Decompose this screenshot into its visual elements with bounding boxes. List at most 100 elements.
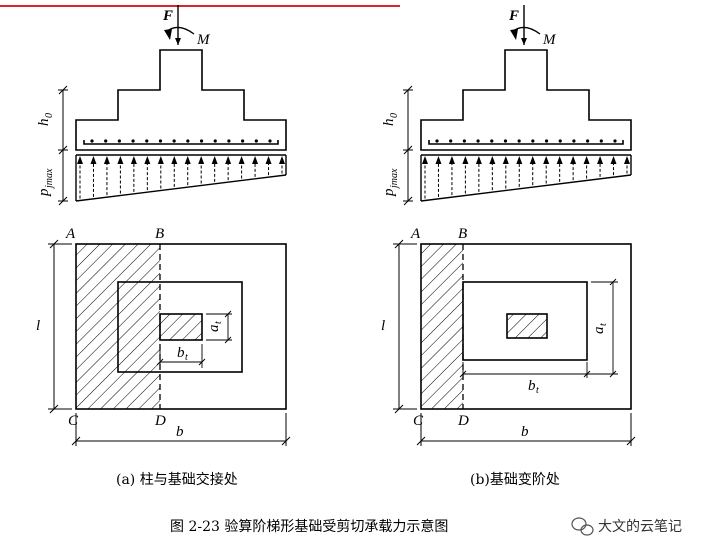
force-label-a: F xyxy=(162,8,173,24)
rebar-dot xyxy=(117,139,121,143)
plan-a xyxy=(48,239,291,446)
rebar-dot xyxy=(131,139,135,143)
svg-text:h: h xyxy=(381,119,397,127)
rebar-dot xyxy=(586,139,590,143)
svg-text:t: t xyxy=(213,321,224,324)
rebar-dot xyxy=(104,139,108,143)
elevation-b xyxy=(403,5,632,206)
svg-text:t: t xyxy=(598,323,609,326)
svg-text:jmax: jmax xyxy=(389,168,400,190)
pressure-arrowhead xyxy=(225,156,232,164)
svg-text:0: 0 xyxy=(389,113,400,118)
pressure-arrowhead xyxy=(211,156,218,164)
plan-b xyxy=(393,239,636,446)
rebar-dot xyxy=(544,139,549,143)
col-b-label-a: b t xyxy=(177,345,188,363)
pressure-arrowhead xyxy=(502,156,509,164)
pressure-arrowhead xyxy=(422,156,428,164)
col-b-label-b: b t xyxy=(528,378,539,396)
rebar-dot xyxy=(462,139,466,143)
pressure-arrowhead xyxy=(475,156,482,164)
svg-text:t: t xyxy=(185,352,188,363)
svg-text:h: h xyxy=(36,119,52,127)
rebar-dot xyxy=(158,139,163,143)
corner-a-label-a: A xyxy=(65,226,76,242)
svg-text:jmax: jmax xyxy=(44,168,55,190)
col-a-label-a: a t xyxy=(206,321,224,332)
corner-d-label-b: D xyxy=(457,413,469,429)
rebar-dot xyxy=(476,139,480,143)
height-label-b: h 0 xyxy=(381,113,400,126)
pressure-arrowhead xyxy=(265,156,272,164)
rebar-dot xyxy=(199,139,204,143)
height-label-a: h 0 xyxy=(36,113,55,126)
pressure-arrowhead xyxy=(252,156,259,164)
corner-a-label-b: A xyxy=(410,226,421,242)
pressure-arrowhead xyxy=(144,156,151,164)
pressure-arrowhead xyxy=(462,156,469,164)
pressure-arrowhead xyxy=(435,156,442,164)
pressure-arrowhead xyxy=(90,156,97,164)
rebar-dot xyxy=(517,139,521,143)
width-label-b: b xyxy=(521,424,529,440)
rebar-dot xyxy=(268,139,272,143)
rebar-dot xyxy=(145,139,149,143)
pressure-arrowhead xyxy=(610,156,617,164)
corner-c-label-a: C xyxy=(68,413,79,429)
force-label-b: F xyxy=(508,8,519,24)
moment-label-a: M xyxy=(196,32,211,48)
rebar-dot xyxy=(490,139,494,143)
length-label-a: l xyxy=(36,318,40,334)
pressure-arrowhead xyxy=(529,156,536,164)
svg-text:t: t xyxy=(536,385,539,396)
rebar-dot xyxy=(186,139,190,143)
pressure-label-a: p jmax xyxy=(36,168,55,197)
rebar-dot xyxy=(435,139,439,143)
rebar-dot xyxy=(599,139,603,143)
col-a-label-b: a t xyxy=(591,323,609,334)
pressure-arrowhead xyxy=(198,156,205,164)
rebar-dot xyxy=(213,139,217,143)
pressure-arrowhead xyxy=(597,156,604,164)
pressure-arrowhead xyxy=(543,156,550,164)
caption-b: (b)基础变阶处 xyxy=(470,471,560,488)
caption-a: (a) 柱与基础交接处 xyxy=(116,471,238,488)
rebar-dot xyxy=(558,139,562,143)
corner-b-label-a: B xyxy=(155,226,164,242)
rebar-dot xyxy=(503,139,508,143)
rebar-dot xyxy=(172,139,176,143)
pressure-arrowhead xyxy=(583,156,590,164)
figure-caption: 图 2-23 验算阶梯形基础受剪切承载力示意图 xyxy=(170,518,448,535)
pressure-arrowhead xyxy=(77,156,83,164)
elevation-a xyxy=(58,5,287,206)
pressure-arrowhead xyxy=(103,156,110,164)
pressure-arrowhead xyxy=(238,156,245,164)
svg-text:大文的云笔记: 大文的云笔记 xyxy=(598,519,682,535)
corner-b-label-b: B xyxy=(458,226,467,242)
wechat-icon xyxy=(571,517,594,536)
watermark: 大文的云笔记 xyxy=(571,517,682,536)
svg-text:p: p xyxy=(36,188,52,197)
rebar-dot xyxy=(254,139,258,143)
pressure-arrowhead xyxy=(157,156,164,164)
pressure-arrowhead xyxy=(279,156,285,164)
pressure-arrowhead xyxy=(570,156,577,164)
svg-text:a: a xyxy=(591,327,607,335)
width-label-a: b xyxy=(176,424,184,440)
corner-d-label-a: D xyxy=(154,413,166,429)
pressure-arrowhead xyxy=(489,156,496,164)
moment-label-b: M xyxy=(542,32,557,48)
rebar-dot xyxy=(613,139,617,143)
pressure-arrowhead xyxy=(556,156,563,164)
svg-text:p: p xyxy=(381,188,397,197)
pressure-arrowhead xyxy=(624,156,630,164)
rebar-dot xyxy=(531,139,535,143)
svg-text:a: a xyxy=(206,325,222,333)
pressure-arrowhead xyxy=(171,156,178,164)
pressure-arrowhead xyxy=(130,156,137,164)
rebar-dot xyxy=(572,139,576,143)
length-label-b: l xyxy=(381,318,385,334)
pressure-arrowhead xyxy=(448,156,455,164)
pressure-label-b: p jmax xyxy=(381,168,400,197)
